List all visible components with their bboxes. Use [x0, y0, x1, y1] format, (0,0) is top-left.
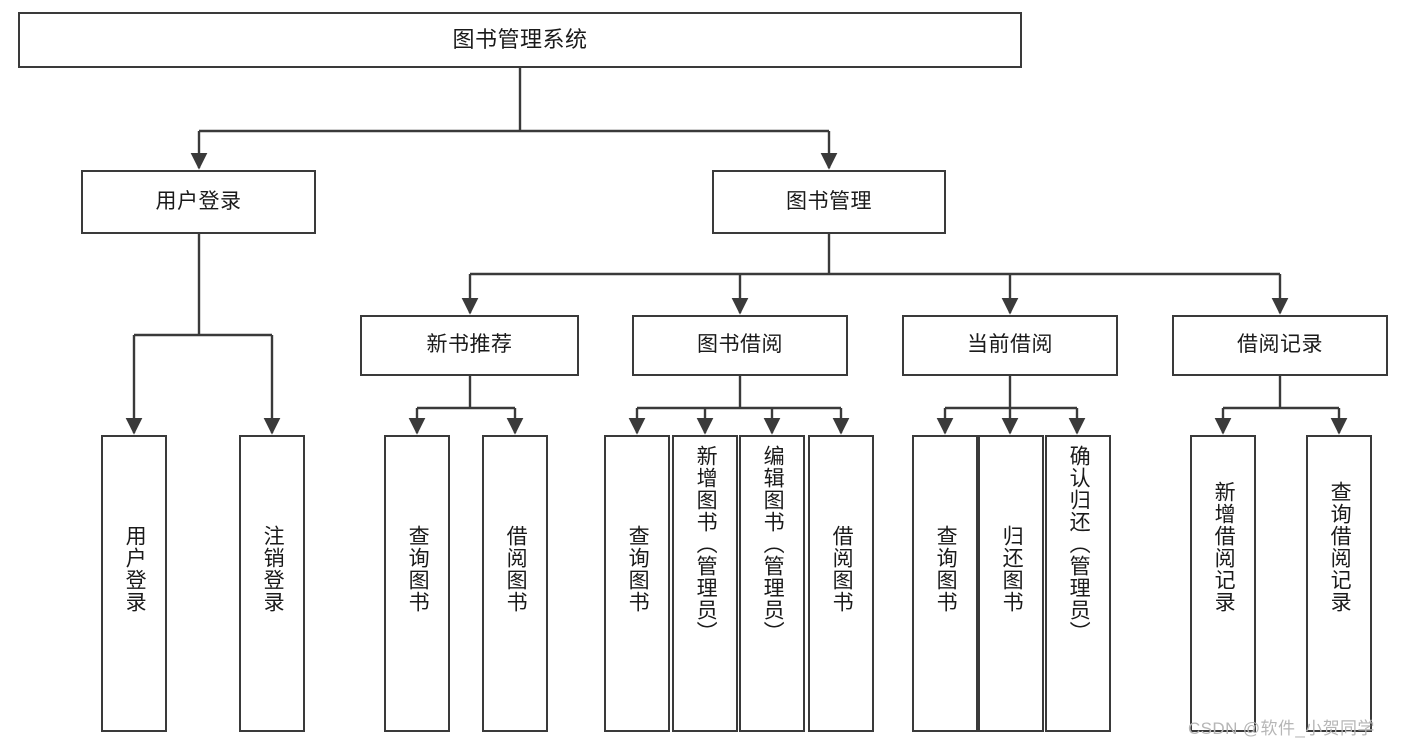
- node-label: 查询借阅记录: [1328, 481, 1352, 613]
- node-root-book-management-system[interactable]: 图书管理系统: [18, 12, 1022, 68]
- leaf-current-borrow-query-book[interactable]: 查询图书: [912, 435, 978, 732]
- node-label: 归还图书: [1000, 525, 1024, 613]
- node-label: 当前借阅: [967, 333, 1053, 357]
- node-label: 查询图书: [406, 525, 430, 613]
- node-label: 借阅记录: [1237, 333, 1323, 357]
- leaf-borrow-record-query-record[interactable]: 查询借阅记录: [1306, 435, 1372, 732]
- leaf-new-book-query-book[interactable]: 查询图书: [384, 435, 450, 732]
- node-label: 借阅图书: [504, 525, 528, 613]
- leaf-book-borrow-add-book-admin[interactable]: 新增图书（管理员）: [672, 435, 738, 732]
- leaf-book-borrow-borrow-book[interactable]: 借阅图书: [808, 435, 874, 732]
- node-current-borrow[interactable]: 当前借阅: [902, 315, 1118, 376]
- node-book-management[interactable]: 图书管理: [712, 170, 946, 234]
- node-label: 图书借阅: [697, 333, 783, 357]
- node-label: 查询图书: [934, 525, 958, 613]
- leaf-new-book-borrow-book[interactable]: 借阅图书: [482, 435, 548, 732]
- node-label: 查询图书: [626, 525, 650, 613]
- node-label: 注销登录: [261, 525, 285, 613]
- leaf-borrow-record-add-record[interactable]: 新增借阅记录: [1190, 435, 1256, 732]
- leaf-current-borrow-return-book[interactable]: 归还图书: [978, 435, 1044, 732]
- leaf-book-borrow-edit-book-admin[interactable]: 编辑图书（管理员）: [739, 435, 805, 732]
- node-label: 图书管理系统: [452, 27, 588, 53]
- node-label: 编辑图书（管理员）: [761, 445, 785, 643]
- node-label: 确认归还（管理员）: [1067, 445, 1091, 643]
- leaf-book-borrow-query-book[interactable]: 查询图书: [604, 435, 670, 732]
- leaf-user-login-login[interactable]: 用户登录: [101, 435, 167, 732]
- node-user-login[interactable]: 用户登录: [81, 170, 316, 234]
- node-label: 用户登录: [123, 525, 147, 613]
- node-label: 用户登录: [155, 189, 242, 213]
- node-new-book-recommend[interactable]: 新书推荐: [360, 315, 579, 376]
- node-label: 新书推荐: [426, 333, 513, 357]
- node-borrow-record[interactable]: 借阅记录: [1172, 315, 1388, 376]
- leaf-current-borrow-confirm-return-admin[interactable]: 确认归还（管理员）: [1045, 435, 1111, 732]
- node-label: 图书管理: [786, 189, 872, 213]
- node-label: 新增图书（管理员）: [694, 445, 718, 643]
- node-label: 借阅图书: [830, 525, 854, 613]
- node-book-borrow[interactable]: 图书借阅: [632, 315, 848, 376]
- csdn-watermark: CSDN @软件_小贺同学: [1188, 719, 1375, 738]
- node-label: 新增借阅记录: [1212, 481, 1236, 613]
- leaf-user-login-logout[interactable]: 注销登录: [239, 435, 305, 732]
